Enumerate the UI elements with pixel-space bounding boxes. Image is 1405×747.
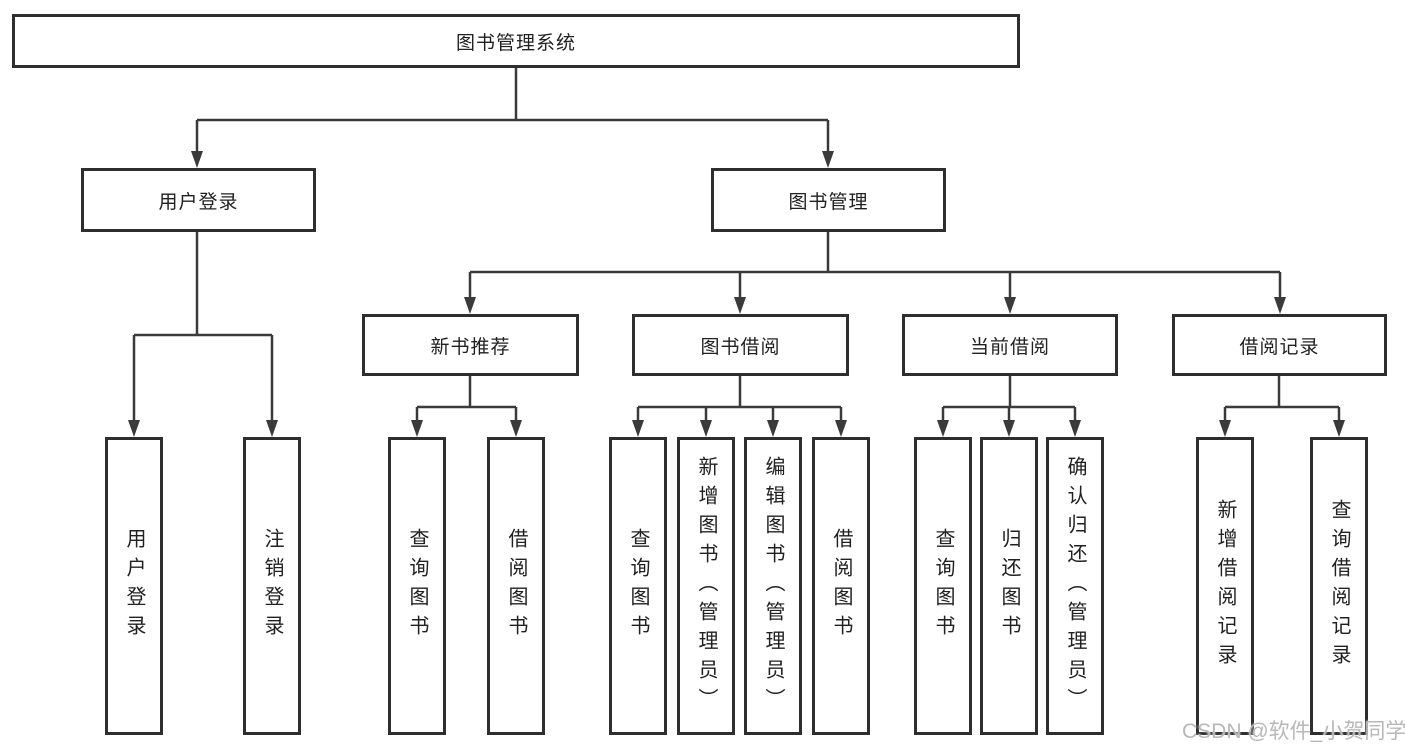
arrowhead-icon	[1003, 420, 1015, 437]
connector-book-mgmt-to-level3	[464, 232, 1286, 314]
leaf-query-books-borrowing-label: 查询图书	[627, 528, 649, 644]
node-borrowing-records: 借阅记录	[1172, 314, 1387, 376]
leaf-user-login-label: 用户登录	[123, 528, 145, 644]
leaf-return-books: 归还图书	[980, 437, 1038, 735]
leaf-logout-label: 注销登录	[261, 528, 283, 644]
node-current-borrowing: 当前借阅	[902, 314, 1118, 376]
leaf-add-books-admin: 新增图书（管理员）	[677, 437, 735, 735]
csdn-watermark: CSDN @软件_小贺同学	[1182, 720, 1405, 743]
node-borrowing-records-label: 借阅记录	[1239, 336, 1320, 358]
node-new-book-recommendation-label: 新书推荐	[430, 336, 511, 358]
arrowhead-icon	[734, 297, 746, 314]
leaf-add-books-admin-label: 新增图书（管理员）	[695, 455, 717, 717]
node-book-borrowing: 图书借阅	[632, 314, 849, 376]
leaf-borrow-books-newbooks-label: 借阅图书	[505, 528, 527, 644]
leaf-query-borrow-record-label: 查询借阅记录	[1328, 499, 1350, 673]
leaf-edit-books-admin: 编辑图书（管理员）	[744, 437, 802, 735]
leaf-query-borrow-record: 查询借阅记录	[1310, 437, 1368, 735]
arrowhead-icon	[1219, 420, 1231, 437]
arrowhead-icon	[266, 420, 278, 437]
arrowhead-icon	[1069, 420, 1081, 437]
connector-root-to-level2	[191, 68, 834, 168]
connector-line	[415, 376, 518, 422]
connector-new-books-to-leaves	[411, 376, 522, 437]
arrowhead-icon	[1333, 420, 1345, 437]
leaf-confirm-return-admin: 确认归还（管理员）	[1046, 437, 1104, 735]
arrowhead-icon	[767, 420, 779, 437]
leaf-borrow-books-newbooks: 借阅图书	[487, 437, 545, 735]
leaf-user-login: 用户登录	[105, 437, 163, 735]
arrowhead-icon	[700, 420, 712, 437]
arrowhead-icon	[822, 151, 834, 168]
connector-line	[195, 68, 830, 153]
connector-line	[941, 376, 1077, 422]
node-root-label: 图书管理系统	[455, 32, 576, 54]
node-user-login-label: 用户登录	[158, 191, 239, 213]
leaf-query-books-newbooks: 查询图书	[388, 437, 446, 735]
arrowhead-icon	[191, 151, 203, 168]
connector-current-to-leaves	[937, 376, 1081, 437]
arrowhead-icon	[411, 420, 423, 437]
leaf-query-books-current-label: 查询图书	[932, 528, 954, 644]
node-root: 图书管理系统	[12, 14, 1020, 68]
connector-line	[1223, 376, 1341, 422]
connector-line	[636, 376, 843, 422]
node-book-borrowing-label: 图书借阅	[700, 336, 781, 358]
leaf-query-books-current: 查询图书	[914, 437, 972, 735]
leaf-return-books-label: 归还图书	[998, 528, 1020, 644]
leaf-confirm-return-admin-label: 确认归还（管理员）	[1064, 455, 1086, 717]
leaf-borrow-books-borrowing-label: 借阅图书	[830, 528, 852, 644]
connector-line	[468, 232, 1282, 299]
arrowhead-icon	[937, 420, 949, 437]
arrowhead-icon	[510, 420, 522, 437]
connector-line	[132, 232, 274, 422]
leaf-query-books-newbooks-label: 查询图书	[406, 528, 428, 644]
leaf-edit-books-admin-label: 编辑图书（管理员）	[762, 455, 784, 717]
leaf-add-borrow-record: 新增借阅记录	[1196, 437, 1254, 735]
node-book-management-label: 图书管理	[788, 191, 869, 213]
connector-records-to-leaves	[1219, 376, 1345, 437]
leaf-query-books-borrowing: 查询图书	[609, 437, 667, 735]
connector-user-login-to-leaves	[128, 232, 278, 437]
arrowhead-icon	[835, 420, 847, 437]
arrowhead-icon	[1274, 297, 1286, 314]
arrowhead-icon	[1004, 297, 1016, 314]
arrowhead-icon	[464, 297, 476, 314]
connector-borrowing-to-leaves	[632, 376, 847, 437]
node-book-management: 图书管理	[711, 168, 946, 232]
node-user-login: 用户登录	[81, 168, 316, 232]
leaf-borrow-books-borrowing: 借阅图书	[812, 437, 870, 735]
node-new-book-recommendation: 新书推荐	[362, 314, 579, 376]
arrowhead-icon	[632, 420, 644, 437]
leaf-logout: 注销登录	[243, 437, 301, 735]
arrowhead-icon	[128, 420, 140, 437]
node-current-borrowing-label: 当前借阅	[969, 336, 1050, 358]
leaf-add-borrow-record-label: 新增借阅记录	[1214, 499, 1236, 673]
